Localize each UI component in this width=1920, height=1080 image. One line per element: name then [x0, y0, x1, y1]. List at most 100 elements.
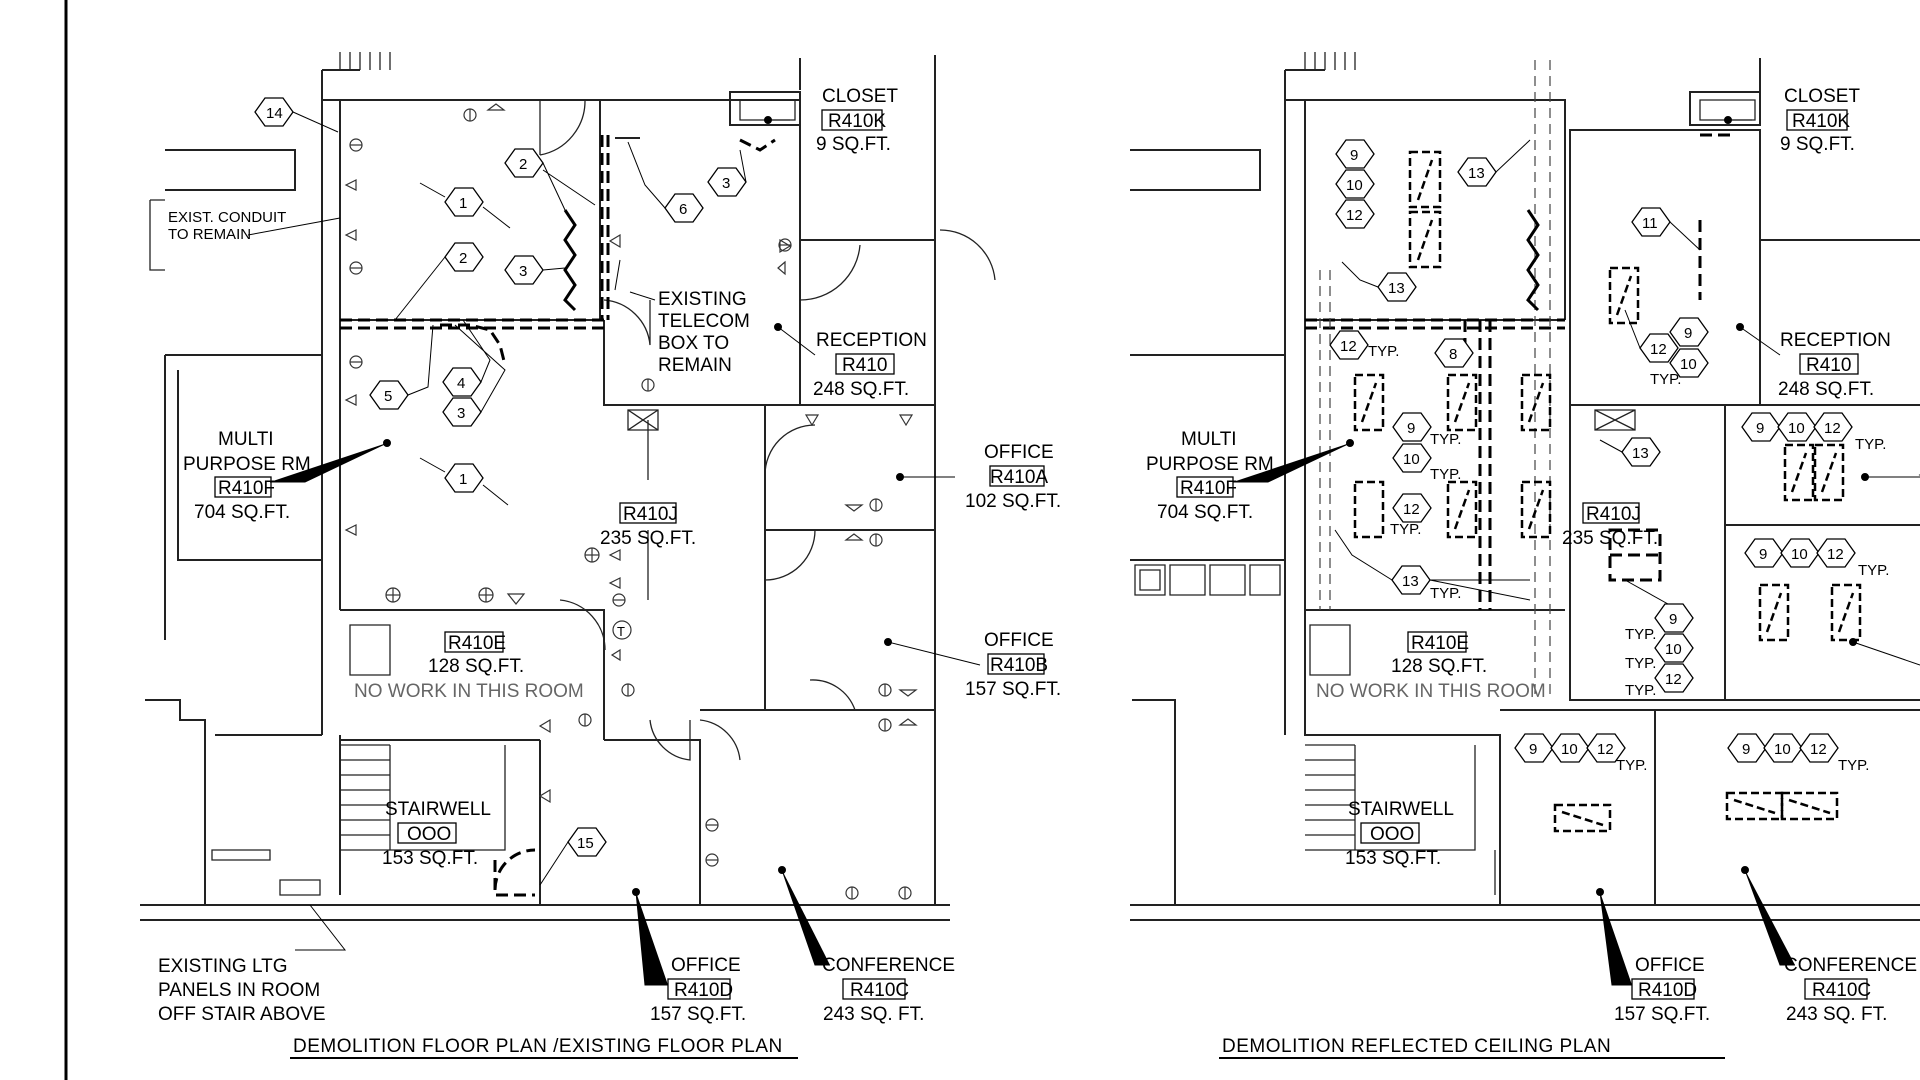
keynote-9: 9: [1335, 139, 1375, 169]
svg-text:10: 10: [1791, 546, 1808, 563]
typ-label: TYP.: [1858, 562, 1889, 579]
keynote-1: 1: [444, 187, 484, 217]
typ-label: TYP.: [1430, 585, 1461, 602]
typ-label: TYP.: [1430, 466, 1461, 483]
left-keynotes: 14 1 2 2 3 6 3 5 4 3 1 15: [254, 97, 747, 857]
keynote-12: 12: [1639, 333, 1679, 363]
room-e-area: 128 SQ.FT.: [428, 656, 524, 677]
stairwell-name: STAIRWELL: [1348, 799, 1454, 820]
keynote-10: 10: [1669, 348, 1709, 378]
closet-area: 9 SQ.FT.: [816, 134, 891, 155]
corridor-area: 235 SQ.FT.: [600, 528, 696, 549]
keynote-15: 15: [567, 827, 607, 857]
conference-name: CONFERENCE: [822, 955, 955, 976]
svg-text:T: T: [617, 624, 625, 639]
office-b-name: OFFICE: [984, 630, 1054, 651]
office-d-name: OFFICE: [671, 955, 741, 976]
keynote-9: 9: [1392, 412, 1432, 442]
keynote-10: 10: [1392, 443, 1432, 473]
svg-text:13: 13: [1402, 573, 1419, 590]
svg-text:12: 12: [1824, 420, 1841, 437]
conference-area: 243 SQ. FT.: [1786, 1004, 1887, 1025]
keynote-10: 10: [1654, 633, 1694, 663]
room-e-tag: R410E: [448, 633, 506, 654]
keynote-13: 13: [1457, 157, 1497, 187]
keynote-12: 12: [1586, 733, 1626, 763]
right-typ-labels: TYP. TYP. TYP. TYP. TYP. TYP. TYP. TYP. …: [1368, 343, 1889, 774]
left-room-pointers: [270, 116, 981, 986]
ltg-note-line1: EXISTING LTG: [158, 956, 288, 977]
keynote-2: 2: [444, 242, 484, 272]
corridor-tag: R410J: [1586, 504, 1641, 525]
closet-tag: R410K: [828, 111, 886, 132]
keynote-12: 12: [1329, 330, 1369, 360]
svg-text:2: 2: [519, 156, 527, 173]
multi-area: 704 SQ.FT.: [194, 502, 290, 523]
typ-label: TYP.: [1430, 431, 1461, 448]
keynote-10: 10: [1550, 733, 1590, 763]
keynote-9: 9: [1514, 733, 1554, 763]
keynote-12: 12: [1816, 538, 1856, 568]
typ-label: TYP.: [1838, 757, 1869, 774]
svg-text:13: 13: [1632, 445, 1649, 462]
svg-text:9: 9: [1529, 741, 1537, 758]
right-demolition-ceiling: [1305, 60, 1735, 700]
stairwell-area: 153 SQ.FT.: [382, 848, 478, 869]
keynote-5: 5: [369, 380, 409, 410]
office-d-area: 157 SQ.FT.: [1614, 1004, 1710, 1025]
svg-text:12: 12: [1827, 546, 1844, 563]
svg-text:12: 12: [1597, 741, 1614, 758]
typ-label: TYP.: [1625, 626, 1656, 643]
keynote-4: 4: [442, 367, 482, 397]
conference-tag: R410C: [850, 980, 909, 1001]
left-leaders: [247, 111, 747, 951]
office-d-tag: R410D: [1638, 980, 1697, 1001]
keynote-13: 13: [1377, 272, 1417, 302]
right-leaders: [1334, 139, 1701, 605]
multi-name-line2: PURPOSE RM: [1146, 454, 1274, 475]
svg-text:10: 10: [1788, 420, 1805, 437]
svg-text:9: 9: [1742, 741, 1750, 758]
svg-text:12: 12: [1665, 671, 1682, 688]
svg-text:11: 11: [1642, 215, 1658, 232]
right-room-pointers: [1233, 116, 1920, 986]
svg-text:10: 10: [1346, 177, 1363, 194]
svg-text:10: 10: [1774, 741, 1791, 758]
left-demolition-walls: [340, 135, 776, 897]
keynote-11: 11: [1631, 207, 1671, 237]
conference-name: CONFERENCE: [1784, 955, 1917, 976]
multi-area: 704 SQ.FT.: [1157, 502, 1253, 523]
reception-tag: R410: [842, 355, 887, 376]
room-e-tag: R410E: [1411, 633, 1469, 654]
svg-text:9: 9: [1407, 420, 1415, 437]
telecom-note-line2: TELECOM: [658, 311, 750, 332]
right-plan-title: DEMOLITION REFLECTED CEILING PLAN: [1222, 1036, 1611, 1057]
closet-tag: R410K: [1792, 111, 1850, 132]
svg-text:15: 15: [577, 835, 594, 852]
office-d-area: 157 SQ.FT.: [650, 1004, 746, 1025]
office-d-name: OFFICE: [1635, 955, 1705, 976]
keynote-6: 6: [664, 193, 704, 223]
conference-area: 243 SQ. FT.: [823, 1004, 924, 1025]
right-ceiling-plan: 9 10 12 13 13 11 12 8 9 12 10 9 10 12 13…: [1130, 52, 1920, 1059]
left-labels: EXIST. CONDUIT TO REMAIN EXISTING TELECO…: [158, 86, 1061, 1059]
keynote-9: 9: [1744, 538, 1784, 568]
svg-text:12: 12: [1346, 207, 1363, 224]
reception-tag: R410: [1806, 355, 1851, 376]
keynote-12: 12: [1654, 663, 1694, 693]
svg-text:12: 12: [1810, 741, 1827, 758]
telecom-note-line1: EXISTING: [658, 289, 747, 310]
typ-label: TYP.: [1625, 655, 1656, 672]
svg-text:3: 3: [722, 175, 730, 192]
svg-text:10: 10: [1665, 641, 1682, 658]
corridor-area: 235 SQ.FT.: [1562, 528, 1658, 549]
svg-text:9: 9: [1756, 420, 1764, 437]
typ-label: TYP.: [1390, 521, 1421, 538]
telecom-note-line3: BOX TO: [658, 333, 729, 354]
right-keynotes: 9 10 12 13 13 11 12 8 9 12 10 9 10 12 13…: [1329, 139, 1856, 763]
svg-text:13: 13: [1388, 280, 1405, 297]
left-walls: [140, 52, 996, 921]
svg-text:9: 9: [1684, 325, 1692, 342]
keynote-9: 9: [1727, 733, 1767, 763]
